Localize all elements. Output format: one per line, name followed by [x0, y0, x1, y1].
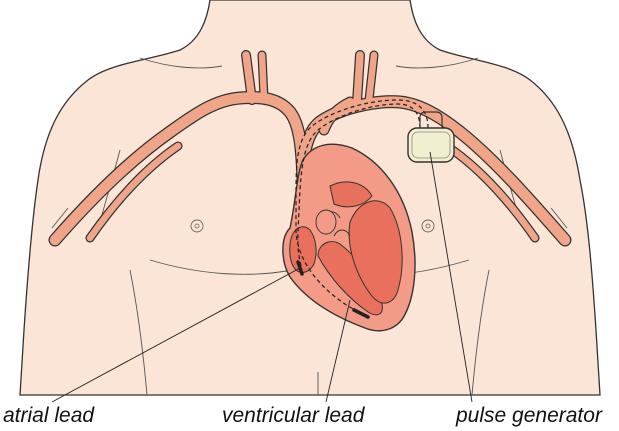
right-atrium	[290, 227, 316, 273]
label-ventricular-lead: ventricular lead	[222, 404, 364, 428]
label-pulse-generator: pulse generator	[456, 404, 602, 428]
label-atrial-lead: atrial lead	[3, 404, 94, 428]
